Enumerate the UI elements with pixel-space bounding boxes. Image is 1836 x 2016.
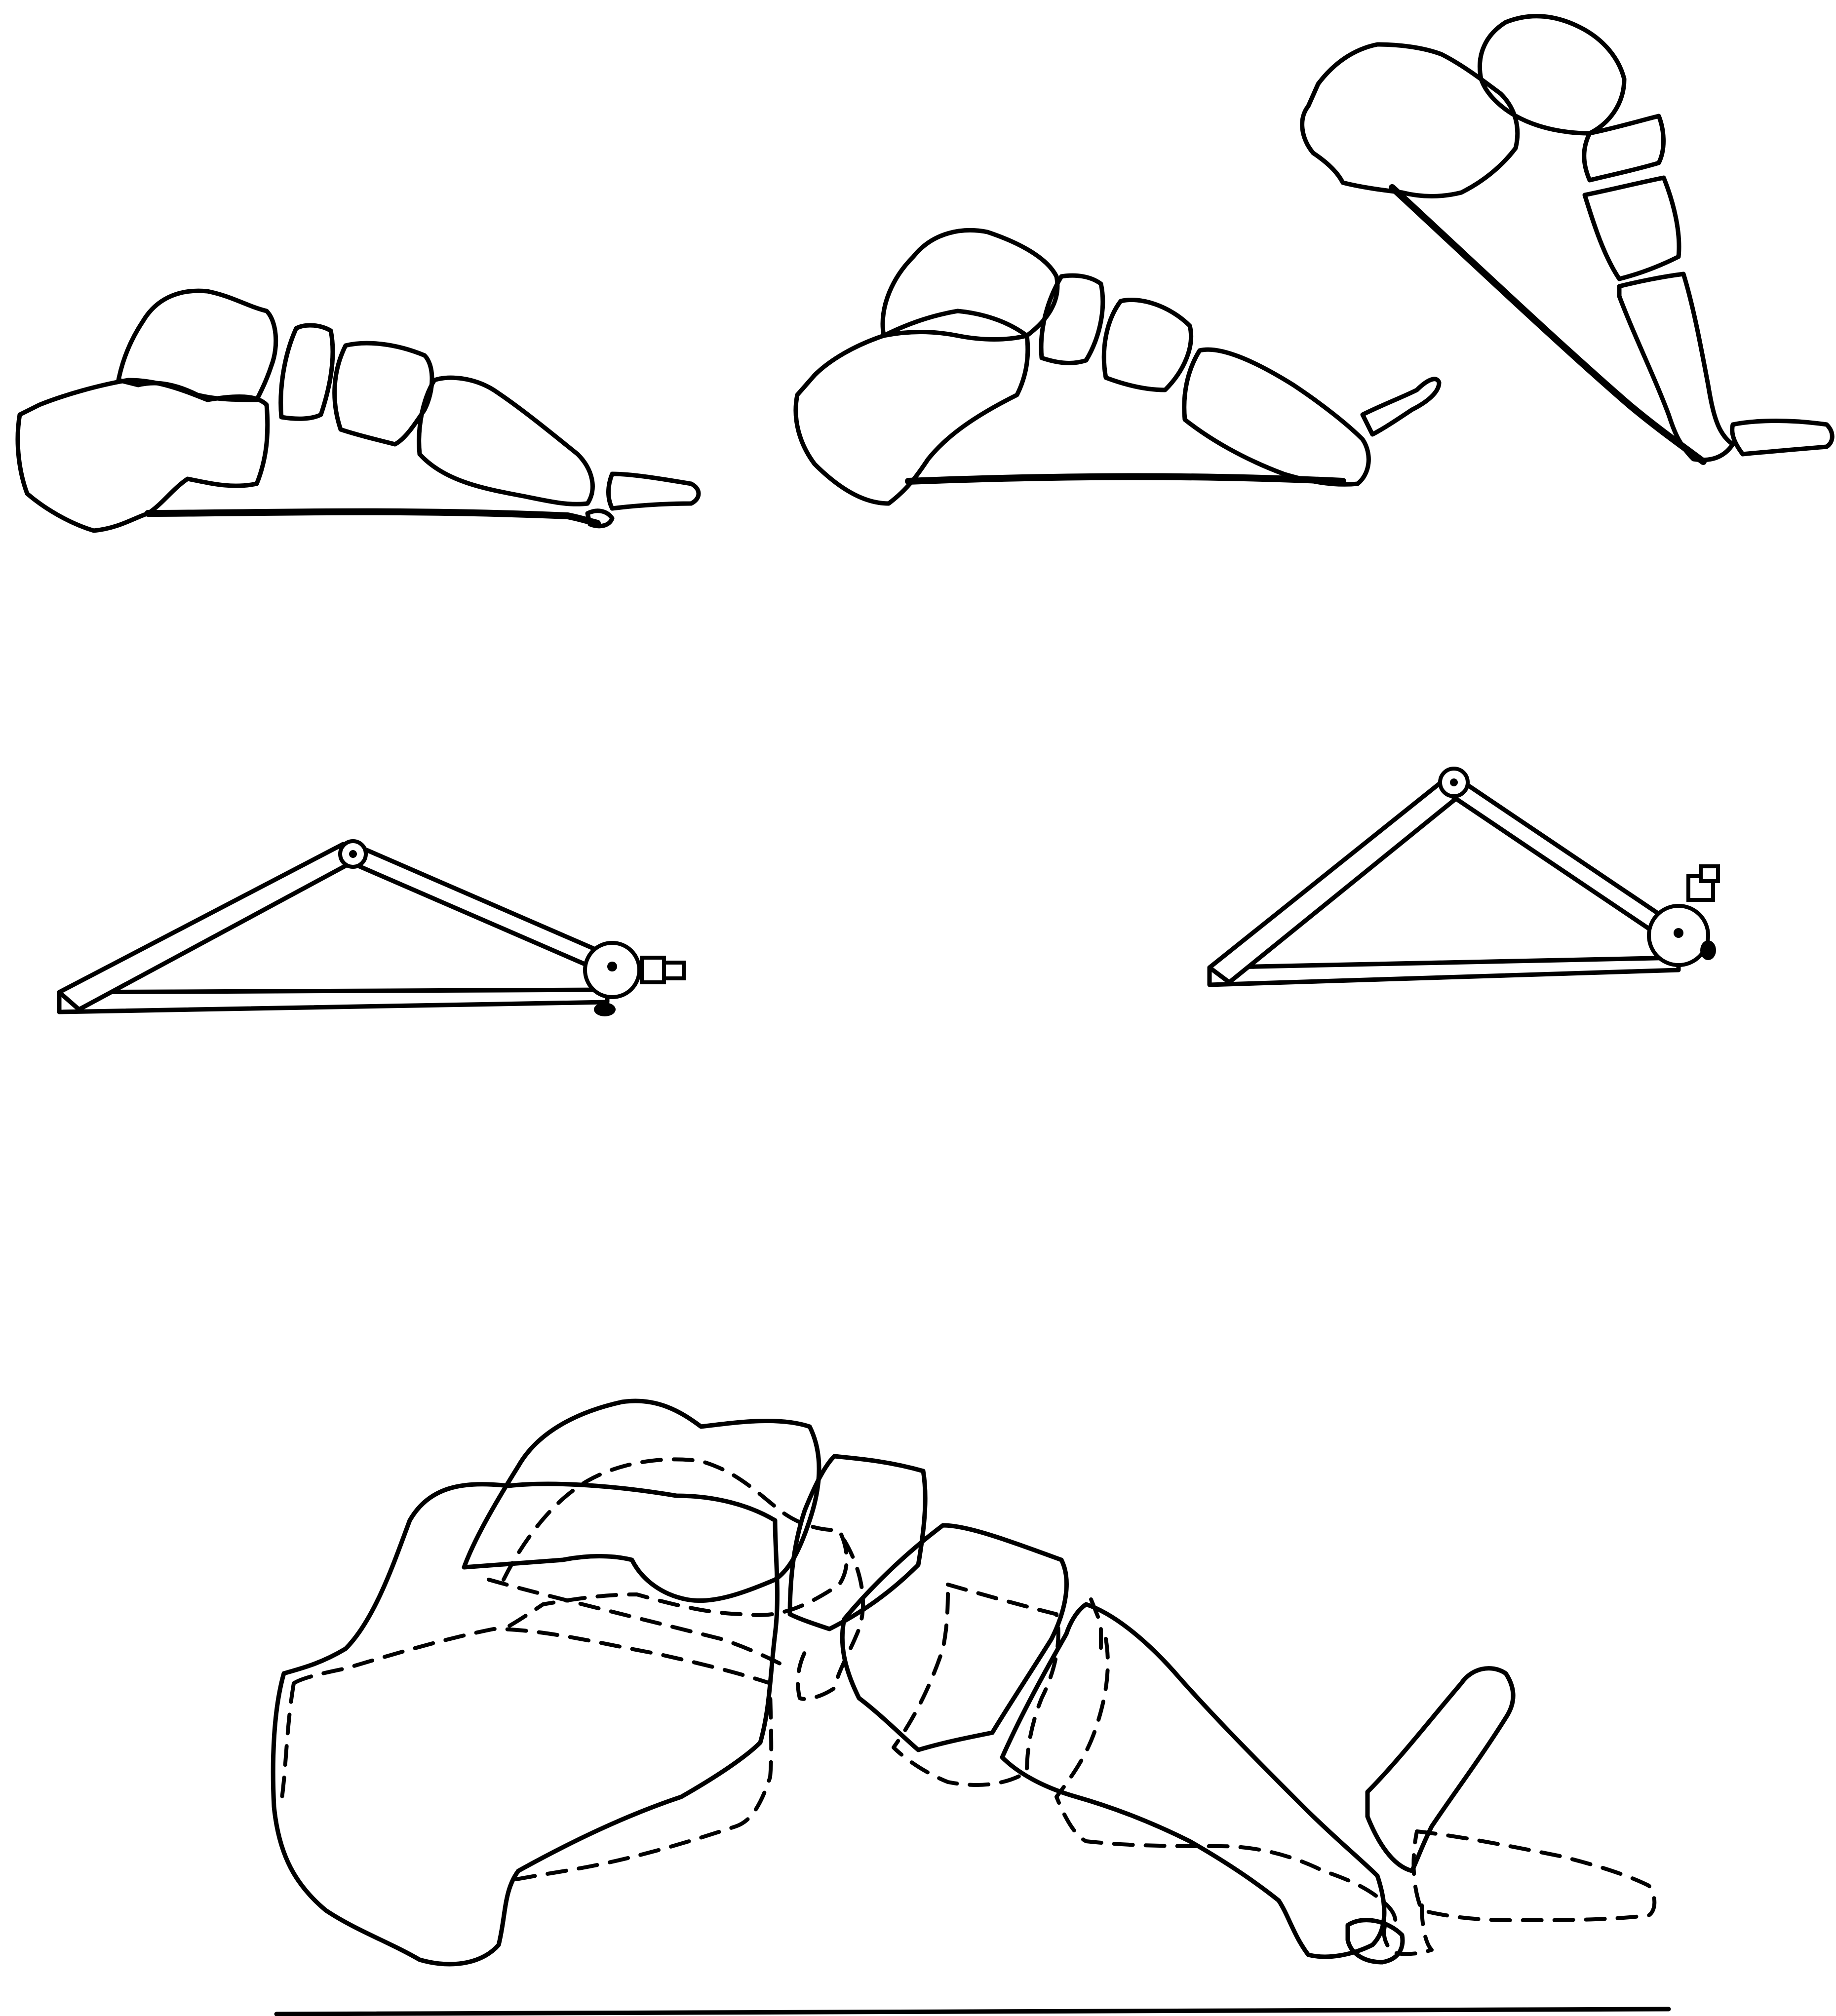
metatarsal-outline	[1619, 274, 1733, 460]
metatarsal-solid-outline	[1002, 1604, 1384, 1957]
truss-diagram-raised	[1210, 769, 1718, 985]
calcaneus-outline	[18, 380, 268, 531]
navicular-outline	[1041, 275, 1103, 363]
cuneiform-outline	[1104, 300, 1191, 390]
truss-tie-bar	[1210, 958, 1679, 985]
phalanx-outline	[609, 474, 699, 508]
apex-pin-hole	[1450, 778, 1458, 786]
foot-diagram-heel-raised	[796, 231, 1439, 504]
truss-strut-left	[59, 844, 363, 1009]
plantar-fascia-line	[908, 477, 1343, 481]
windlass-handle-stub	[1701, 866, 1718, 881]
apex-pin-hole	[349, 850, 357, 858]
windlass-axle	[607, 962, 617, 971]
ground-line	[276, 2009, 1669, 2014]
windlass-pawl	[1700, 940, 1716, 960]
windlass-pawl	[594, 1003, 616, 1016]
truss-diagram-flat	[59, 841, 684, 1016]
cuneiform-solid-outline	[842, 1525, 1066, 1750]
phalanx-outline	[1732, 421, 1833, 455]
cuneiform-outline	[1585, 178, 1679, 279]
metatarsal-outline	[419, 378, 593, 504]
navicular-outline	[1584, 116, 1664, 180]
joint-dashed-line	[1091, 1599, 1101, 1649]
proximal-phalanx-solid-outline	[1367, 1668, 1513, 1871]
truss-tie-bar	[59, 990, 607, 1012]
phalanx-dashed-outline	[1413, 1831, 1654, 1920]
foot-diagram-neutral	[18, 291, 699, 531]
talus-outline	[118, 291, 276, 400]
calcaneus-outline	[1302, 44, 1518, 196]
truss-strut-right	[1446, 777, 1683, 945]
cuneiform-dashed-outline	[894, 1585, 1058, 1785]
plantar-fascia-line	[1392, 188, 1703, 462]
navicular-outline	[281, 325, 333, 419]
windlass-axle	[1674, 928, 1683, 938]
truss-strut-right	[348, 844, 615, 975]
windlass-handle-stub	[664, 963, 684, 978]
truss-strut-left	[1210, 780, 1464, 982]
overlay-foot-diagram	[273, 1401, 1669, 2014]
windlass-handle	[642, 958, 664, 982]
calcaneus-solid-outline	[273, 1484, 777, 1964]
metatarsal-outline	[1184, 349, 1369, 484]
plantar-fascia-line	[148, 512, 597, 523]
phalanx-outline	[1363, 379, 1439, 434]
talus-outline	[1480, 16, 1624, 133]
foot-diagram-toe-off	[1302, 16, 1833, 462]
metatarsal-dashed-outline	[1056, 1639, 1396, 1930]
calcaneus-dashed-outline	[281, 1629, 771, 1881]
